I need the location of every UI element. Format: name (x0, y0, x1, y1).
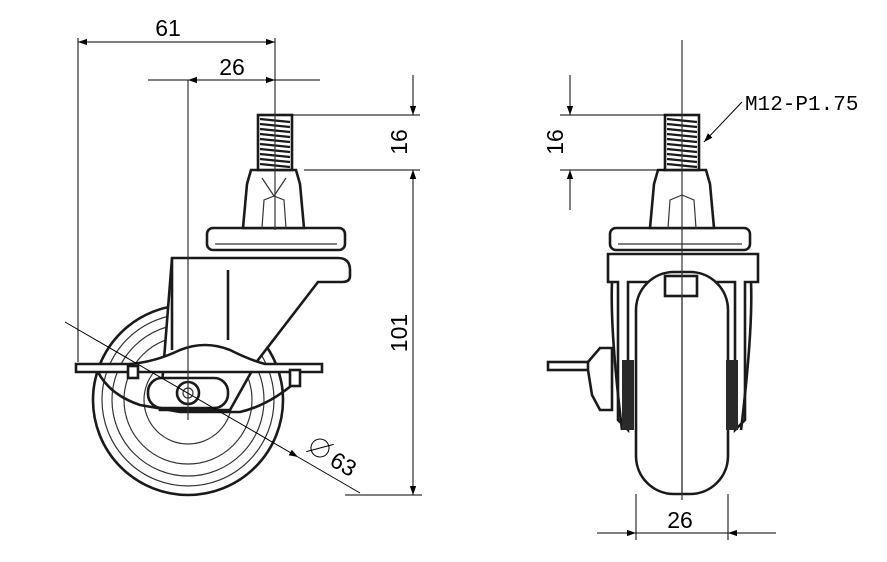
front-top-plate (608, 226, 752, 252)
front-axle-cap (663, 274, 699, 298)
side-view (74, 38, 352, 497)
dim-wheel-width: 26 (667, 507, 693, 533)
front-brake-pedal (546, 346, 614, 412)
dim-thread-length-right: 16 (542, 129, 568, 155)
side-top-plate (205, 226, 347, 252)
front-wheel (622, 270, 738, 496)
dim-stem-offset: 26 (219, 54, 245, 80)
front-view (546, 40, 760, 500)
dim-thread-length-left: 16 (386, 129, 412, 155)
front-dimensions: 16 M12-P1.75 26 (542, 75, 858, 540)
dim-height: 101 (386, 314, 412, 352)
dim-overall-width: 61 (155, 15, 181, 41)
thread-spec-label: M12-P1.75 (745, 94, 858, 117)
diameter-symbol-icon (306, 438, 334, 458)
side-dimensions: 61 26 16 101 63 (64, 15, 422, 496)
side-brake-pedal (74, 343, 324, 414)
side-hex-nut (241, 168, 306, 230)
